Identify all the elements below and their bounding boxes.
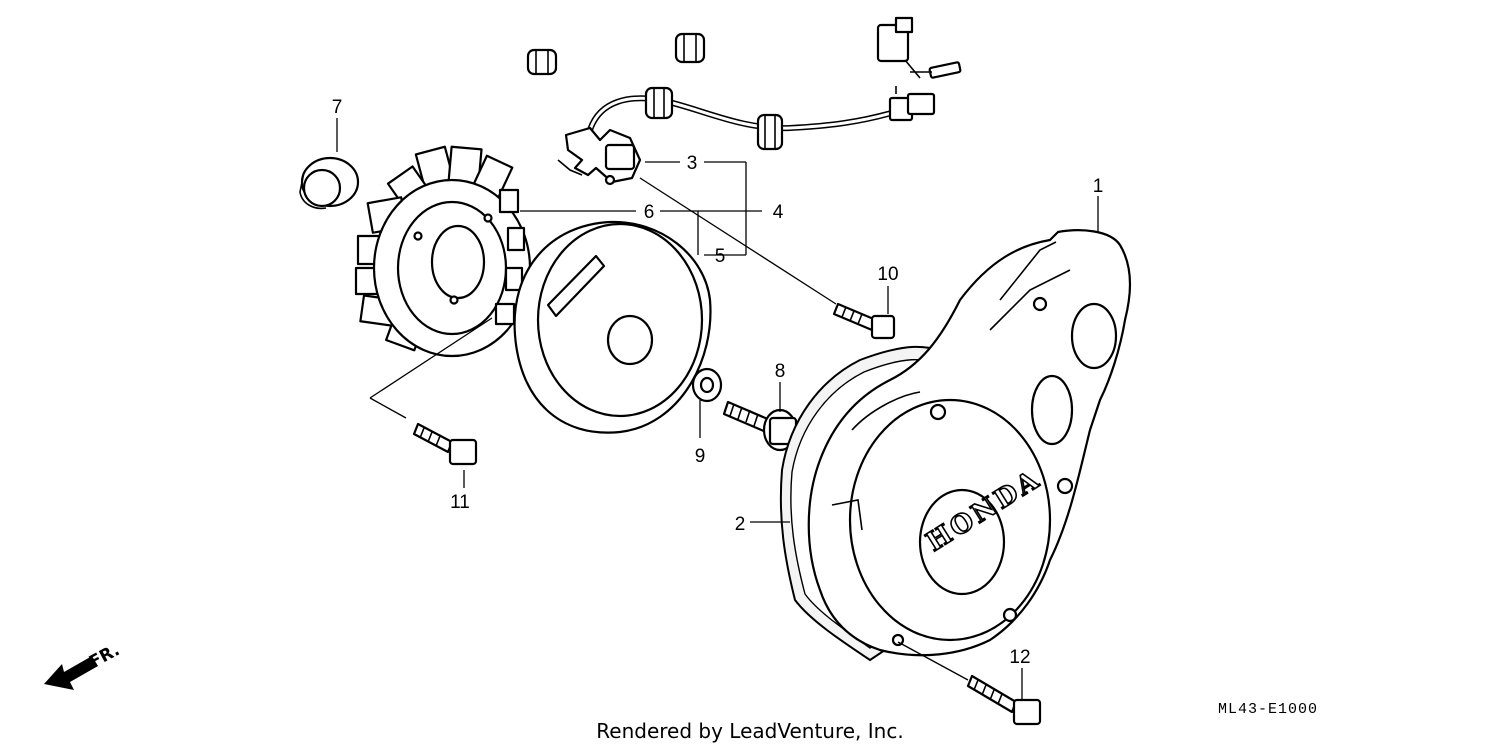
wire-connector bbox=[888, 86, 936, 122]
callout-12[interactable]: 12 bbox=[1009, 647, 1030, 668]
callout-2[interactable]: 2 bbox=[735, 514, 746, 535]
grommet bbox=[756, 113, 784, 151]
washer[interactable] bbox=[691, 367, 723, 403]
seal-ring[interactable] bbox=[299, 156, 360, 210]
grommet bbox=[674, 32, 706, 64]
callout-1[interactable]: 1 bbox=[1093, 176, 1104, 197]
flange-bolt[interactable] bbox=[966, 674, 1042, 726]
callout-10[interactable]: 10 bbox=[877, 264, 898, 285]
callout-4[interactable]: 4 bbox=[773, 202, 784, 223]
callout-5[interactable]: 5 bbox=[715, 246, 726, 267]
flange-bolt[interactable] bbox=[412, 422, 478, 466]
callout-3[interactable]: 3 bbox=[687, 153, 698, 174]
callout-7[interactable]: 7 bbox=[332, 97, 343, 118]
pulse-generator[interactable] bbox=[557, 126, 642, 186]
callout-6[interactable]: 6 bbox=[644, 202, 655, 223]
diagram-code: ML43-E1000 bbox=[1218, 701, 1318, 718]
callout-labels: 1 2 3 4 5 6 7 8 9 10 11 12 bbox=[332, 97, 1104, 668]
callout-9[interactable]: 9 bbox=[695, 446, 706, 467]
callout-8[interactable]: 8 bbox=[775, 361, 786, 382]
callout-11[interactable]: 11 bbox=[450, 492, 470, 513]
wire-connector bbox=[876, 16, 962, 79]
grommet bbox=[644, 86, 674, 120]
render-credit: Rendered by LeadVenture, Inc. bbox=[596, 719, 903, 743]
grommet bbox=[526, 48, 558, 76]
arrow-left-icon bbox=[44, 656, 98, 690]
leader-lines bbox=[336, 118, 1099, 700]
stator[interactable] bbox=[354, 145, 532, 358]
flange-bolt[interactable] bbox=[722, 400, 798, 452]
crankcase-cover[interactable]: HONDA bbox=[807, 229, 1132, 657]
flange-bolt[interactable] bbox=[832, 302, 896, 340]
wire-harness[interactable] bbox=[378, 16, 962, 186]
flywheel-rotor[interactable] bbox=[513, 220, 712, 434]
front-direction-indicator: FR. bbox=[44, 640, 123, 690]
